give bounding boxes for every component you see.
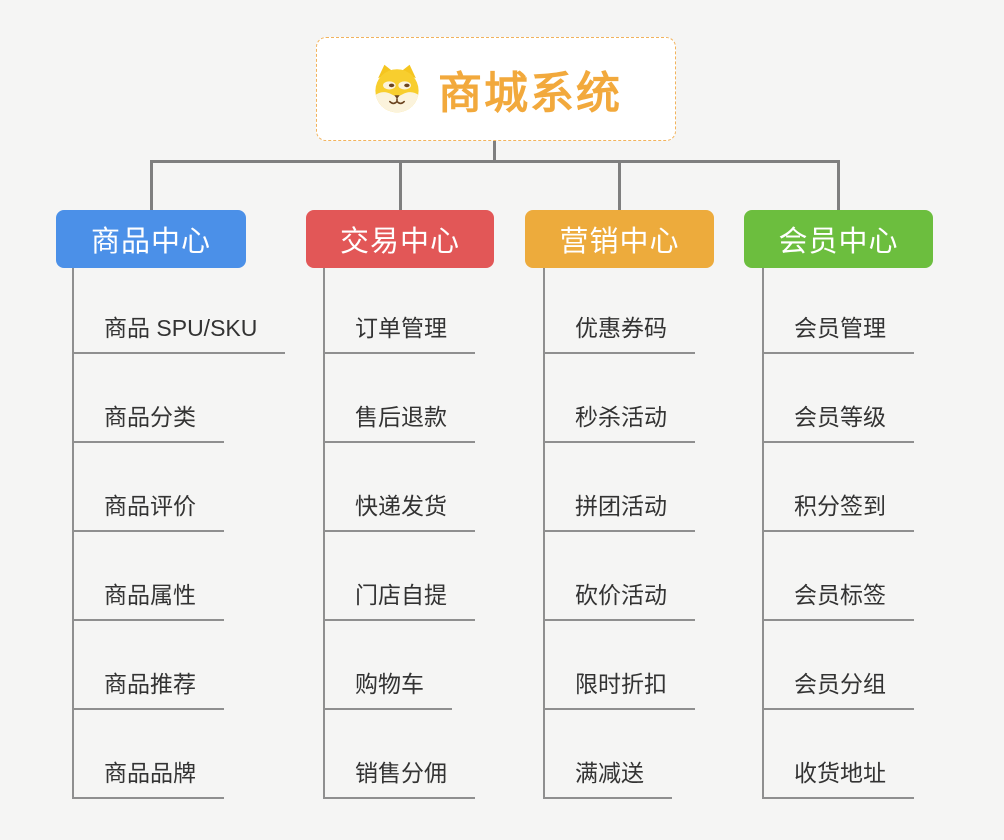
connector-horizontal <box>150 160 840 163</box>
trunk-line-marketing <box>543 268 545 799</box>
leaf-node[interactable]: 收货地址 <box>762 754 914 799</box>
branch-children-member: 会员管理 会员等级 积分签到 会员标签 会员分组 收货地址 <box>762 268 914 799</box>
leaf-row: 收货地址 <box>762 710 914 799</box>
leaf-node[interactable]: 快递发货 <box>323 487 475 532</box>
leaf-node[interactable]: 砍价活动 <box>543 576 695 621</box>
leaf-row: 售后退款 <box>323 354 475 443</box>
leaf-node[interactable]: 商品评价 <box>72 487 224 532</box>
leaf-node[interactable]: 商品推荐 <box>72 665 224 710</box>
trunk-line-member <box>762 268 764 799</box>
leaf-row: 会员标签 <box>762 532 914 621</box>
leaf-node[interactable]: 商品 SPU/SKU <box>72 309 286 354</box>
leaf-row: 快递发货 <box>323 443 475 532</box>
leaf-row: 会员分组 <box>762 621 914 710</box>
connector-drop-3 <box>618 160 621 210</box>
leaf-row: 会员等级 <box>762 354 914 443</box>
branch-children-product: 商品 SPU/SKU 商品分类 商品评价 商品属性 商品推荐 商品品牌 <box>72 268 286 799</box>
dog-icon <box>375 64 419 113</box>
leaf-row: 拼团活动 <box>543 443 695 532</box>
leaf-node[interactable]: 会员等级 <box>762 398 914 443</box>
leaf-row: 购物车 <box>323 621 475 710</box>
leaf-node[interactable]: 售后退款 <box>323 398 475 443</box>
leaf-row: 商品属性 <box>72 532 285 621</box>
leaf-node[interactable]: 限时折扣 <box>543 665 695 710</box>
leaf-row: 会员管理 <box>762 268 914 354</box>
leaf-row: 商品推荐 <box>72 621 285 710</box>
leaf-row: 商品评价 <box>72 443 285 532</box>
leaf-node[interactable]: 会员标签 <box>762 576 914 621</box>
leaf-node[interactable]: 满减送 <box>543 754 672 799</box>
leaf-node[interactable]: 会员分组 <box>762 665 914 710</box>
leaf-row: 门店自提 <box>323 532 475 621</box>
leaf-node[interactable]: 商品属性 <box>72 576 224 621</box>
leaf-row: 商品品牌 <box>72 710 285 799</box>
leaf-row: 砍价活动 <box>543 532 695 621</box>
connector-drop-1 <box>150 160 153 210</box>
connector-drop-4 <box>837 160 840 210</box>
root-node[interactable]: 商城系统 <box>316 37 676 141</box>
leaf-row: 订单管理 <box>323 268 475 354</box>
connector-drop-2 <box>399 160 402 210</box>
leaf-row: 秒杀活动 <box>543 354 695 443</box>
leaf-node[interactable]: 积分签到 <box>762 487 914 532</box>
trunk-line-product <box>72 268 74 799</box>
branch-node-trade-center[interactable]: 交易中心 <box>306 210 494 268</box>
leaf-row: 满减送 <box>543 710 695 799</box>
leaf-row: 商品 SPU/SKU <box>72 268 286 354</box>
leaf-node[interactable]: 秒杀活动 <box>543 398 695 443</box>
leaf-row: 积分签到 <box>762 443 914 532</box>
connector-root-stub <box>493 141 496 161</box>
leaf-node[interactable]: 商品分类 <box>72 398 224 443</box>
leaf-node[interactable]: 拼团活动 <box>543 487 695 532</box>
trunk-line-trade <box>323 268 325 799</box>
leaf-row: 优惠券码 <box>543 268 695 354</box>
leaf-node[interactable]: 订单管理 <box>323 309 475 354</box>
branch-node-product-center[interactable]: 商品中心 <box>56 210 246 268</box>
leaf-row: 销售分佣 <box>323 710 475 799</box>
leaf-node[interactable]: 优惠券码 <box>543 309 695 354</box>
leaf-row: 限时折扣 <box>543 621 695 710</box>
branch-children-marketing: 优惠券码 秒杀活动 拼团活动 砍价活动 限时折扣 满减送 <box>543 268 695 799</box>
branch-label: 会员中心 <box>778 226 899 258</box>
leaf-node[interactable]: 门店自提 <box>323 576 475 621</box>
branch-label: 商品中心 <box>90 226 211 258</box>
leaf-node[interactable]: 会员管理 <box>762 309 914 354</box>
leaf-node[interactable]: 购物车 <box>323 665 452 710</box>
leaf-node[interactable]: 商品品牌 <box>72 754 224 799</box>
branch-node-marketing-center[interactable]: 营销中心 <box>525 210 714 268</box>
branch-label: 交易中心 <box>339 226 460 258</box>
branch-label: 营销中心 <box>559 226 680 258</box>
leaf-node[interactable]: 销售分佣 <box>323 754 475 799</box>
leaf-row: 商品分类 <box>72 354 285 443</box>
branch-children-trade: 订单管理 售后退款 快递发货 门店自提 购物车 销售分佣 <box>323 268 475 799</box>
branch-node-member-center[interactable]: 会员中心 <box>744 210 933 268</box>
root-title: 商城系统 <box>438 69 622 118</box>
